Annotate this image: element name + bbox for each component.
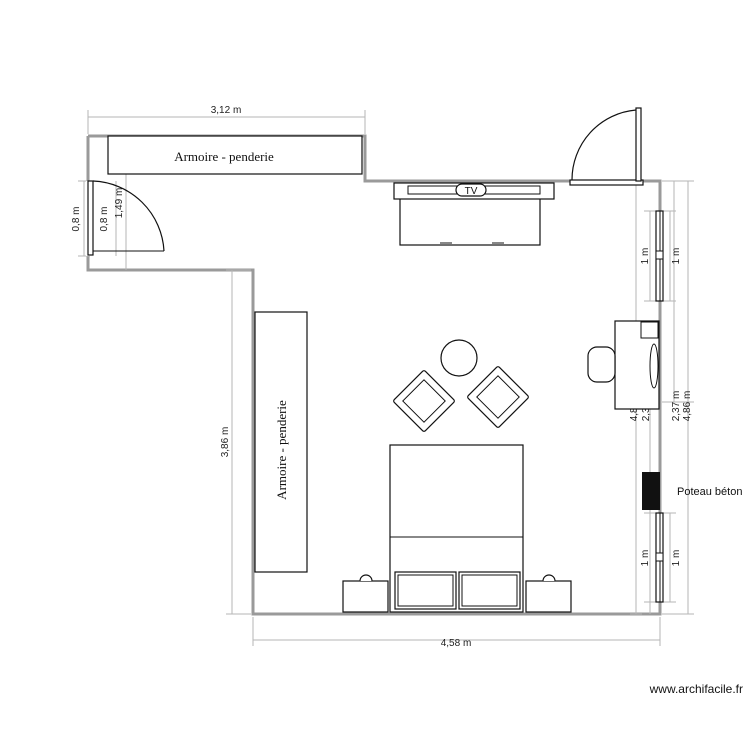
top-right-door <box>569 107 644 186</box>
wardrobe-top <box>107 135 363 175</box>
wardrobe-left <box>254 311 308 573</box>
room-walls <box>86 134 662 616</box>
dim-door-left-c: 1,49 m <box>114 188 125 219</box>
armchair-right <box>467 366 529 428</box>
armchair-left <box>393 370 455 432</box>
dim-top-width: 3,12 m <box>211 105 242 116</box>
dim-right-outer-a: 2,37 m <box>671 391 682 422</box>
nightstand-right <box>525 574 572 613</box>
watermark: www.archifacile.fr <box>649 682 743 696</box>
dim-right-window-bottom-b: 1 m <box>671 550 682 567</box>
desk <box>614 320 660 410</box>
pillar-label: Poteau béton <box>677 486 742 498</box>
wardrobe-left-label: Armoire - penderie <box>274 400 289 500</box>
concrete-pillar <box>642 472 660 510</box>
dim-left-height: 3,86 m <box>220 427 231 458</box>
dim-right-outer-b: 4,86 m <box>682 391 693 422</box>
bed <box>389 444 524 613</box>
right-window-bottom <box>655 512 664 603</box>
round-table <box>440 339 478 377</box>
tv-label: TV <box>465 186 478 197</box>
dim-right-window-top-a: 1 m <box>640 248 651 265</box>
dim-bottom-width: 4,58 m <box>441 638 472 649</box>
dim-door-left-a: 0,8 m <box>71 206 82 231</box>
wardrobe-top-label: Armoire - penderie <box>174 149 274 164</box>
dim-door-left-b: 0,8 m <box>99 206 110 231</box>
desk-chair <box>587 346 616 383</box>
dim-right-window-top-b: 1 m <box>671 248 682 265</box>
right-window-top <box>655 210 664 302</box>
tv-unit <box>393 182 555 246</box>
nightstand-left <box>342 574 389 613</box>
left-door <box>86 180 165 256</box>
dim-right-window-bottom-a: 1 m <box>640 550 651 567</box>
